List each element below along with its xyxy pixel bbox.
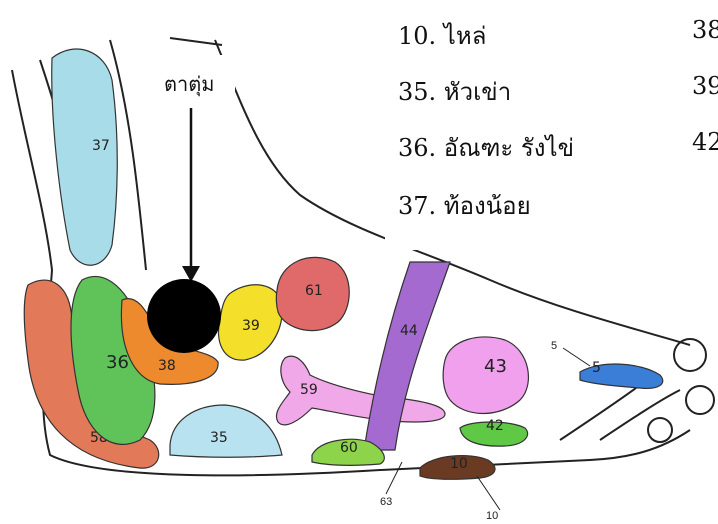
- legend-item-37: 37. ท้องน้อย: [398, 186, 531, 225]
- legend-col2-39: 39: [692, 72, 718, 100]
- zone-label-61: 61: [305, 283, 323, 299]
- zone-label-10: 10: [450, 456, 468, 472]
- zone-label-5: 5: [592, 360, 601, 376]
- pointer-line-63: [386, 462, 402, 494]
- legend-col2-38: 38: [692, 16, 718, 44]
- zone-label-35: 35: [210, 430, 228, 446]
- zone-label-37: 37: [92, 138, 110, 154]
- pointer-line-5: [563, 348, 590, 366]
- zone-label-59: 59: [300, 382, 318, 398]
- zone-label-42: 42: [486, 418, 504, 434]
- zone-label-60: 60: [340, 440, 358, 456]
- zone-label-36: 36: [106, 352, 129, 373]
- zone-label-39: 39: [242, 318, 260, 334]
- legend-item-36: 36. อัณฑะ รังไข่: [398, 128, 574, 167]
- legend-item-35: 35. หัวเข่า: [398, 72, 511, 111]
- ankle-callout-label: ตาตุ่ม: [164, 68, 214, 100]
- zone-label-44: 44: [400, 323, 418, 339]
- pointer-line-10: [477, 476, 500, 510]
- pointer-label-10: 10: [486, 510, 498, 522]
- legend-col2-42: 42: [692, 128, 718, 156]
- pointer-label-5: 5: [551, 340, 557, 352]
- legend-item-10: 10. ไหล่: [398, 16, 486, 55]
- ankle-bone-marker: [147, 279, 221, 353]
- callout-arrow: [182, 108, 200, 282]
- pointer-label-63: 63: [380, 496, 392, 508]
- zone-label-38: 38: [158, 358, 176, 374]
- zone-37: [52, 49, 118, 265]
- zone-label-43: 43: [484, 356, 507, 377]
